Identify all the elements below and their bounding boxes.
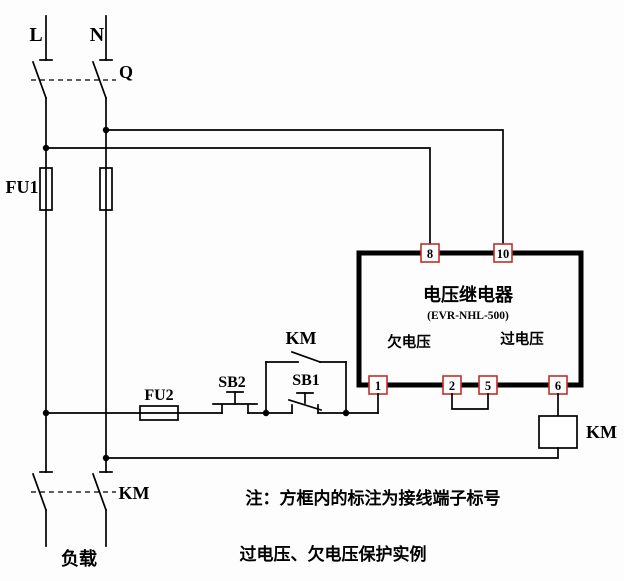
phase-label: L — [29, 24, 42, 46]
junction-dot — [102, 126, 110, 134]
main-contact-label: KM — [119, 483, 150, 503]
note-text: 注：方框内的标注为接线端子标号 — [246, 488, 501, 508]
fuse-main-label: FU1 — [6, 177, 39, 197]
voltage-relay: 电压继电器 (EVR-NHL-500) 欠电压 过电压 8 10 1 2 5 6 — [356, 243, 584, 395]
fuse-control-label: FU2 — [144, 387, 173, 404]
fuse-body — [39, 167, 53, 211]
terminal-box-8 — [420, 243, 440, 263]
stop-button-sb2: SB2 — [212, 374, 258, 414]
junction-dots — [42, 126, 350, 462]
breaker-label: Q — [119, 62, 133, 82]
terminal-number-1: 1 — [375, 379, 381, 393]
load-label: 负载 — [61, 548, 97, 569]
overvoltage-label: 过电压 — [500, 330, 544, 348]
coil-body — [538, 415, 578, 449]
breaker-blade — [31, 60, 48, 100]
junction-dot — [102, 454, 110, 462]
coil-label: KM — [586, 422, 617, 442]
contact-blade — [290, 350, 322, 364]
relay-outline — [356, 250, 584, 388]
power-rails: L N — [29, 15, 107, 547]
breaker-blade — [91, 60, 108, 100]
contact-blade — [91, 472, 108, 512]
sensing-wires — [45, 129, 504, 246]
terminal-number-6: 6 — [555, 379, 561, 393]
start-button-sb1: SB1 — [287, 372, 323, 414]
terminal-number-5: 5 — [485, 379, 491, 393]
stop-button-label: SB2 — [218, 374, 246, 391]
undervoltage-label: 欠电压 — [387, 333, 431, 351]
terminal-number-10: 10 — [497, 247, 510, 261]
junction-dot — [42, 409, 50, 417]
fuse-body — [139, 405, 179, 421]
km-aux-contact: KM — [265, 328, 347, 414]
jumper-2-5 — [451, 393, 489, 410]
terminal-box-10 — [493, 243, 513, 263]
coil-return-wire — [105, 447, 559, 459]
terminal-number-8: 8 — [427, 247, 433, 261]
junction-dot — [262, 409, 270, 417]
contact-blade — [31, 472, 48, 512]
contact-blade — [287, 398, 323, 412]
junction-dot — [342, 409, 350, 417]
relay-model: (EVR-NHL-500) — [427, 310, 509, 322]
km-coil: KM — [105, 393, 617, 459]
fuse-body — [99, 167, 113, 211]
km-main-contacts: KM — [31, 471, 150, 512]
relay-name: 电压继电器 — [423, 284, 514, 305]
aux-contact-label: KM — [286, 328, 317, 348]
control-circuit: FU2 SB2 SB1 KM — [45, 328, 379, 421]
neutral-label: N — [90, 24, 105, 46]
junction-dot — [42, 144, 50, 152]
wire-n-to-terminal10 — [105, 129, 504, 246]
terminal-number-2: 2 — [449, 379, 455, 393]
wire-l-to-terminal8 — [45, 147, 431, 246]
caption-text: 过电压、欠电压保护实例 — [240, 544, 427, 564]
main-fuses-fu1: FU1 — [6, 167, 113, 211]
breaker-q: Q — [31, 59, 133, 100]
start-button-label: SB1 — [292, 372, 320, 389]
